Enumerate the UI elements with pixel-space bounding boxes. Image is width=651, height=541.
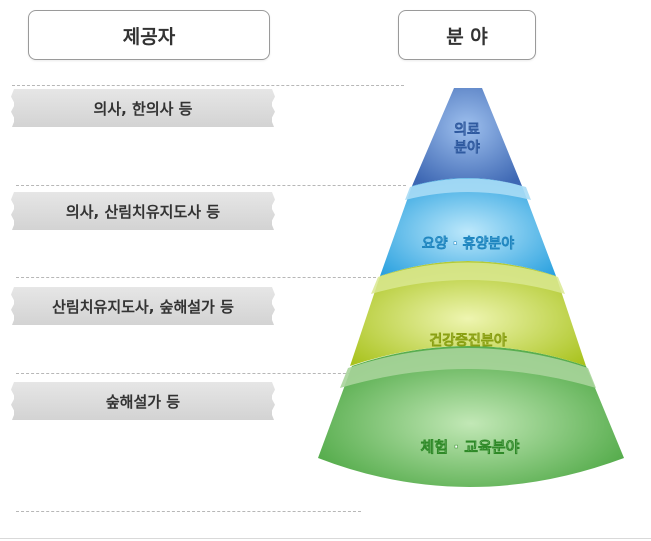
provider-header: 제공자	[28, 10, 270, 60]
tier-rest-label: 요양 · 휴양분야	[422, 235, 514, 252]
tier-rest-rim	[405, 178, 531, 200]
tier-health-label: 건강증진분야	[429, 332, 506, 349]
field-header: 분 야	[398, 10, 536, 60]
separator-line	[16, 373, 356, 374]
provider-label-health: 산림치유지도사, 숲해설가 등	[14, 287, 272, 325]
tier-experience-band	[318, 346, 624, 487]
separator-line	[16, 185, 406, 186]
separator-line	[16, 277, 376, 278]
separator-line	[16, 511, 361, 512]
tier-health-band	[350, 261, 586, 366]
bottom-border	[0, 538, 651, 539]
tier-medical-band	[412, 88, 522, 186]
tier-experience-label: 체험 · 교육분야	[421, 438, 520, 456]
tier-health-rim	[371, 262, 565, 294]
separator-line	[12, 85, 404, 86]
tier-medical-label-2: 분야	[454, 139, 480, 156]
provider-label-rest: 의사, 산림치유지도사 등	[14, 192, 272, 230]
provider-label-medical: 의사, 한의사 등	[14, 89, 272, 127]
tier-experience-rim	[340, 348, 596, 388]
tier-medical-label-1: 의료	[454, 121, 480, 138]
provider-label-experience: 숲해설가 등	[14, 382, 272, 420]
tier-rest-band	[380, 178, 556, 276]
